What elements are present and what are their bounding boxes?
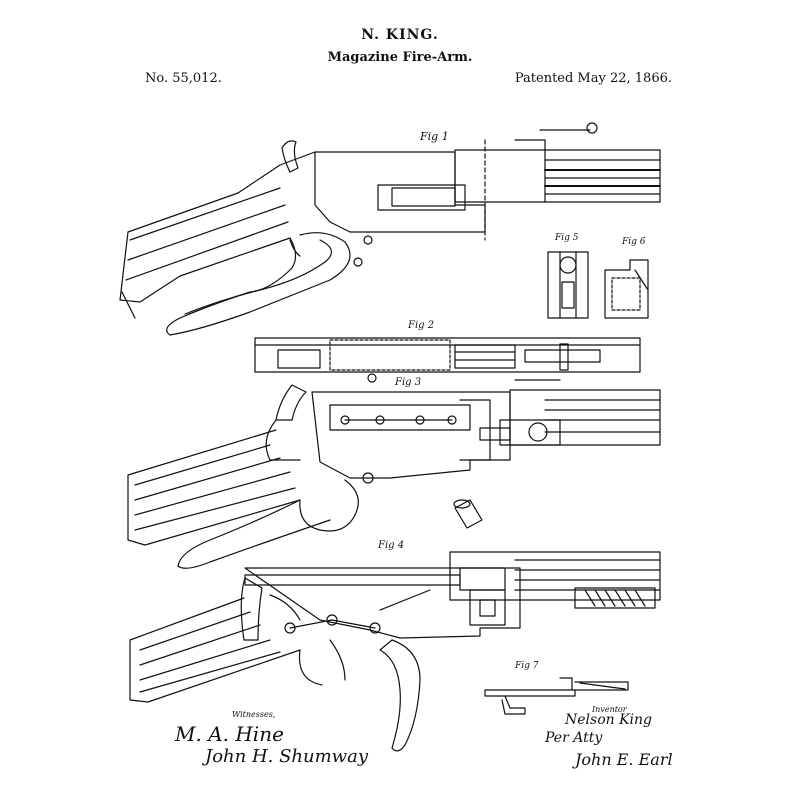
inventor-caption: Inventor bbox=[592, 705, 627, 714]
attorney-name-signature: John E. Earl bbox=[575, 750, 673, 769]
patent-sheet bbox=[100, 22, 700, 782]
document-title: Magazine Fire-Arm. bbox=[327, 50, 473, 65]
fig6-label: Fig 6 bbox=[621, 237, 646, 247]
patent-number: No. 55,012. bbox=[145, 71, 222, 86]
fig3-drawing bbox=[127, 379, 661, 569]
fig7-drawing bbox=[484, 677, 629, 715]
inventor-signature: Nelson King bbox=[565, 712, 653, 728]
fig5-drawing bbox=[547, 251, 589, 319]
fig4-drawing bbox=[129, 551, 661, 752]
fig6-drawing bbox=[604, 259, 649, 319]
fig5-label: Fig 5 bbox=[554, 233, 579, 243]
fig7-label: Fig 7 bbox=[514, 661, 539, 671]
fig3-label: Fig 3 bbox=[394, 377, 421, 388]
inventor-name: N. KING. bbox=[361, 27, 439, 43]
fig4-label: Fig 4 bbox=[377, 540, 404, 551]
fig1-label: Fig 1 bbox=[419, 130, 449, 143]
witnesses-caption: Witnesses, bbox=[232, 710, 276, 719]
patent-date: Patented May 22, 1866. bbox=[514, 71, 672, 86]
fig2-drawing bbox=[254, 337, 641, 383]
attorney-signature: Per Atty bbox=[545, 730, 603, 746]
fig1-rifle-drawing bbox=[119, 122, 661, 336]
witness-signature-2: John H. Shumway bbox=[205, 746, 368, 767]
witness-signature-1: M. A. Hine bbox=[175, 722, 284, 746]
fig2-label: Fig 2 bbox=[407, 320, 434, 331]
